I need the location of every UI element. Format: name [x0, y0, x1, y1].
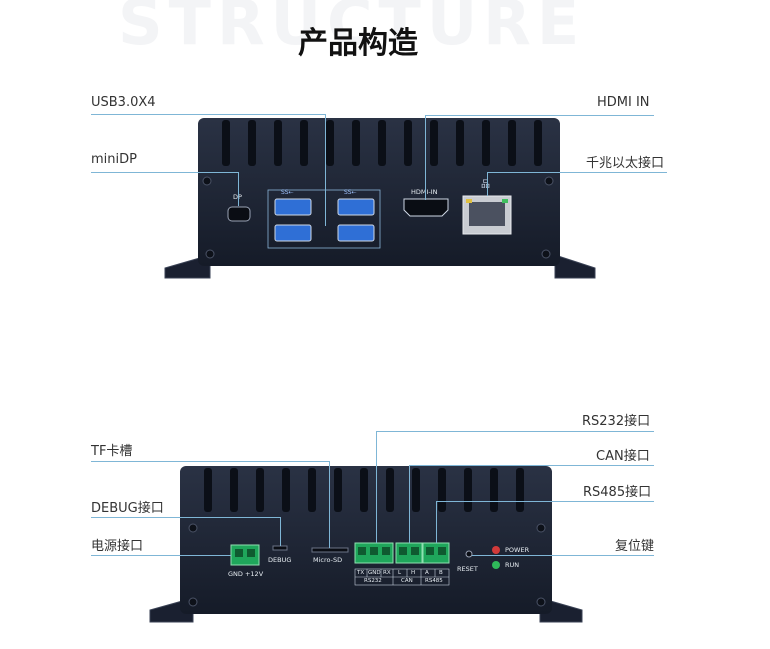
callout-debug: DEBUG接口 [91, 501, 164, 516]
pin-label-gnd: GND [368, 570, 381, 576]
leader-line-hdmi [425, 115, 654, 116]
callout-tf: TF卡槽 [91, 444, 133, 459]
leader-drop-ethernet [487, 172, 488, 196]
svg-text:SS⇠: SS⇠ [344, 189, 357, 196]
svg-text:SS⇠: SS⇠ [281, 189, 294, 196]
hdmi-silkscreen: HDMI-IN [411, 188, 438, 196]
run-led-silkscreen: RUN [505, 561, 520, 569]
leader-drop-can [409, 465, 410, 543]
pin-label-tx: TX [357, 570, 365, 576]
group-label-can: CAN [401, 578, 413, 584]
power-terminal-silkscreen: GND +12V [228, 570, 264, 578]
callout-usb: USB3.0X4 [91, 95, 156, 110]
group-label-rs232: RS232 [364, 578, 382, 584]
leader-line-ethernet [487, 172, 667, 173]
callout-rs232: RS232接口 [582, 414, 651, 429]
leader-drop-tf [329, 461, 330, 548]
leader-line-rs232 [376, 431, 654, 432]
group-label-rs485: RS485 [425, 578, 443, 584]
leader-drop-rs485 [436, 501, 437, 543]
pin-label-b: B [439, 570, 443, 576]
pin-label-l: L [398, 570, 402, 576]
leader-drop-usb [325, 114, 326, 226]
callout-power: 电源接口 [91, 539, 144, 554]
leader-line-usb [91, 114, 326, 115]
leader-line-reset [472, 555, 654, 556]
callout-hdmi: HDMI IN [597, 95, 650, 110]
power-led-silkscreen: POWER [505, 546, 530, 554]
pin-label-h: H [411, 570, 416, 576]
svg-text:品: 品 [481, 179, 490, 190]
leader-drop-hdmi [425, 115, 426, 200]
leader-drop-rs232 [376, 431, 377, 543]
dp-silkscreen: DP [233, 193, 242, 201]
leader-line-can [409, 465, 654, 466]
callout-ethernet: 千兆以太接口 [586, 156, 665, 171]
leader-line-tf [91, 461, 330, 462]
leader-line-rs485 [436, 501, 654, 502]
front-panel: SS⇠ SS⇠ 品 [164, 118, 596, 279]
leader-line-minidp [91, 172, 239, 173]
leader-line-debug [91, 517, 281, 518]
callout-reset: 复位键 [615, 539, 655, 554]
leader-line-power [91, 555, 231, 556]
callout-minidp: miniDP [91, 152, 137, 167]
page-title: 产品构造 [298, 26, 418, 61]
debug-silkscreen: DEBUG [268, 556, 292, 564]
watermark-text: STRUCTURE [118, 0, 586, 59]
microsd-silkscreen: Micro-SD [313, 556, 343, 564]
callout-rs485: RS485接口 [583, 485, 652, 500]
pin-label-a: A [425, 570, 429, 576]
pin-label-rx: RX [383, 570, 391, 576]
leader-drop-minidp [238, 172, 239, 206]
callout-can: CAN接口 [596, 449, 650, 464]
rear-panel [149, 466, 583, 623]
leader-drop-debug [280, 517, 281, 546]
reset-silkscreen: RESET [457, 565, 478, 573]
